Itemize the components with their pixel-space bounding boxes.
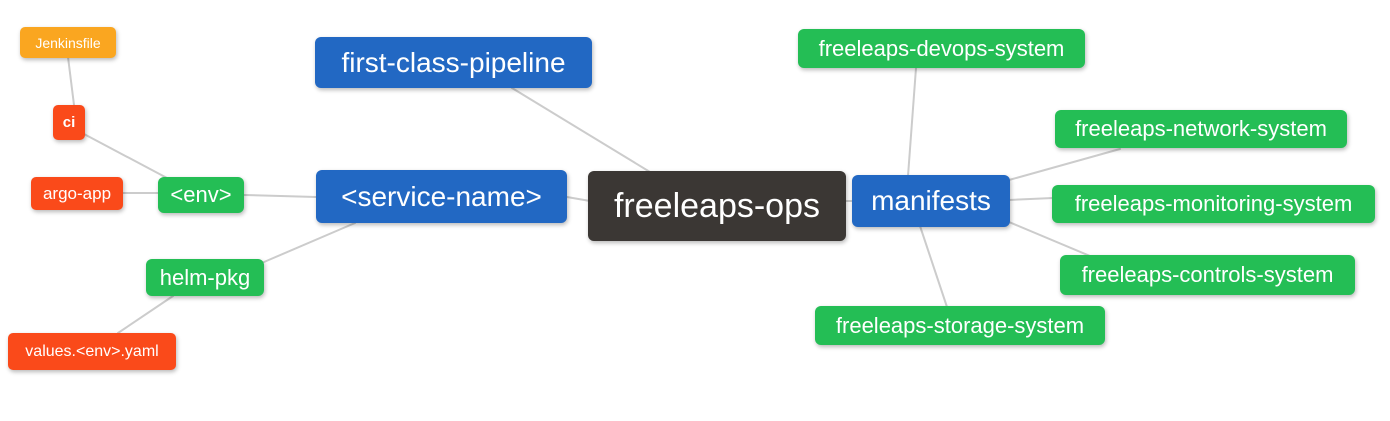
edge-values-helm-pkg: [117, 295, 174, 334]
edge-helm-pkg-service-name: [263, 222, 356, 263]
node-freeleaps-controls-system[interactable]: freeleaps-controls-system: [1060, 255, 1355, 295]
edge-manifests-devops-system: [907, 67, 917, 177]
edge-manifests-controls-system: [1008, 221, 1091, 257]
edge-env-service-name: [243, 194, 317, 198]
edge-manifests-storage-system: [919, 225, 948, 308]
node-jenkinsfile[interactable]: Jenkinsfile: [20, 27, 116, 58]
node-env[interactable]: <env>: [158, 177, 244, 213]
node-helm-pkg[interactable]: helm-pkg: [146, 259, 264, 296]
edge-service-name-ops: [566, 196, 591, 202]
edge-ci-env: [83, 133, 168, 179]
node-argo-app[interactable]: argo-app: [31, 177, 123, 210]
node-values-env-yaml[interactable]: values.<env>.yaml: [8, 333, 176, 370]
edge-manifests-monitoring-system: [1008, 197, 1054, 201]
node-service-name[interactable]: <service-name>: [316, 170, 567, 223]
node-freeleaps-storage-system[interactable]: freeleaps-storage-system: [815, 306, 1105, 345]
node-manifests[interactable]: manifests: [852, 175, 1010, 227]
node-first-class-pipeline[interactable]: first-class-pipeline: [315, 37, 592, 88]
node-freeleaps-network-system[interactable]: freeleaps-network-system: [1055, 110, 1347, 148]
node-freeleaps-monitoring-system[interactable]: freeleaps-monitoring-system: [1052, 185, 1375, 223]
node-freeleaps-ops[interactable]: freeleaps-ops: [588, 171, 846, 241]
node-freeleaps-devops-system[interactable]: freeleaps-devops-system: [798, 29, 1085, 68]
node-ci[interactable]: ci: [53, 105, 85, 140]
edge-pipeline-ops: [511, 87, 651, 173]
edge-manifests-network-system: [1008, 148, 1121, 181]
edge-jenkinsfile-ci: [67, 56, 75, 106]
